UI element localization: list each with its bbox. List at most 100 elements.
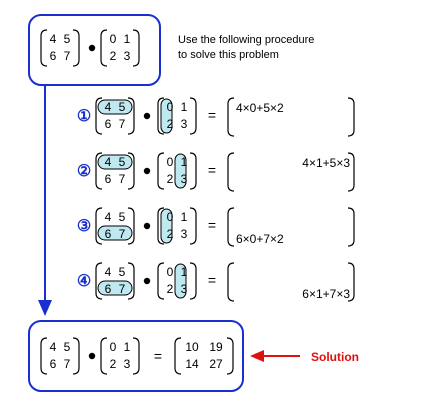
result-matrix	[227, 97, 355, 137]
matrix-cell: 5	[64, 32, 71, 46]
right-bracket	[127, 207, 135, 245]
solution-pointer: Solution	[250, 350, 359, 364]
equals-sign: =	[208, 107, 216, 123]
matrix-cell: 3	[181, 282, 188, 296]
right-bracket	[132, 337, 140, 375]
solution-box-border	[28, 320, 244, 392]
left-bracket	[174, 337, 182, 375]
right-bracket	[127, 262, 135, 300]
matrix-cell: 6	[105, 172, 112, 186]
matrix-cell: 2	[110, 49, 117, 63]
matrix-cell: 7	[119, 227, 126, 241]
right-bracket	[347, 97, 355, 137]
multiply-dot	[88, 352, 96, 360]
equals-sign: =	[208, 162, 216, 178]
left-bracket	[227, 262, 235, 302]
matrix-cell: 5	[119, 265, 126, 279]
result-expression: 4×0+5×2	[236, 101, 284, 115]
right-bracket	[347, 262, 355, 302]
matrix-brackets	[157, 207, 197, 245]
right-bracket	[189, 262, 197, 300]
multiply-dot	[143, 112, 151, 120]
matrix-cell: 0	[167, 155, 174, 169]
matrix-cell: 7	[64, 357, 71, 371]
matrix-cell: 2	[110, 357, 117, 371]
down-arrow-head	[38, 300, 52, 316]
step-number: ①	[77, 108, 91, 125]
left-bracket	[157, 152, 165, 190]
matrix-cell: 3	[181, 117, 188, 131]
row-highlight	[97, 280, 133, 296]
matrix-cell: 6	[105, 227, 112, 241]
matrix-cell: 5	[119, 155, 126, 169]
matrix-cell: 0	[110, 340, 117, 354]
right-bracket	[127, 152, 135, 190]
left-bracket	[40, 29, 48, 67]
left-bracket	[157, 262, 165, 300]
solution-label: Solution	[311, 350, 359, 364]
matrix-cell: 7	[119, 117, 126, 131]
matrix-cell: 1	[124, 32, 131, 46]
solution-result-matrix: 10 19 14 27	[174, 337, 234, 375]
matrix-cell: 1	[181, 210, 188, 224]
matrix-brackets	[157, 97, 197, 135]
matrix-cell: 0	[167, 265, 174, 279]
red-arrow-head	[250, 350, 264, 362]
step-number: ④	[77, 273, 91, 290]
left-bracket	[100, 337, 108, 375]
matrix-brackets	[174, 337, 234, 375]
matrix-brackets	[100, 337, 140, 375]
matrix-cell: 4	[105, 155, 112, 169]
equals-sign: =	[154, 348, 162, 364]
matrix-brackets	[95, 262, 135, 300]
matrix-cell: 2	[167, 282, 174, 296]
result-expression: 6×0+7×2	[236, 232, 284, 246]
matrix-cell: 6	[105, 282, 112, 296]
matrix-cell: 2	[167, 172, 174, 186]
matrix-cell: 1	[181, 265, 188, 279]
matrix-brackets	[95, 97, 135, 135]
matrix-cell: 3	[181, 172, 188, 186]
problem-box-border	[28, 14, 161, 86]
right-bracket	[132, 29, 140, 67]
matrix-cell: 4	[105, 265, 112, 279]
matrix-cell: 3	[124, 49, 131, 63]
matrix-brackets	[95, 152, 135, 190]
matrix-cell: 14	[185, 357, 199, 371]
row-highlight	[97, 99, 133, 115]
equals-sign: =	[208, 217, 216, 233]
matrix-cell: 4	[50, 340, 57, 354]
multiply-dot	[143, 222, 151, 230]
matrix-brackets	[40, 337, 80, 375]
instruction-note: Use the following procedure to solve thi…	[178, 33, 314, 63]
column-highlight	[160, 208, 173, 244]
matrix-cell: 19	[209, 340, 223, 354]
row-highlight	[97, 225, 133, 241]
left-bracket	[227, 97, 235, 137]
result-matrix	[227, 207, 355, 247]
right-bracket	[189, 152, 197, 190]
right-bracket	[226, 337, 234, 375]
result-expression: 4×1+5×3	[302, 156, 350, 170]
matrix-cell: 6	[50, 49, 57, 63]
matrix-cell: 0	[167, 100, 174, 114]
left-bracket	[95, 97, 103, 135]
matrix-cell: 4	[50, 32, 57, 46]
matrix-cell: 10	[185, 340, 199, 354]
matrix-cell: 27	[209, 357, 223, 371]
